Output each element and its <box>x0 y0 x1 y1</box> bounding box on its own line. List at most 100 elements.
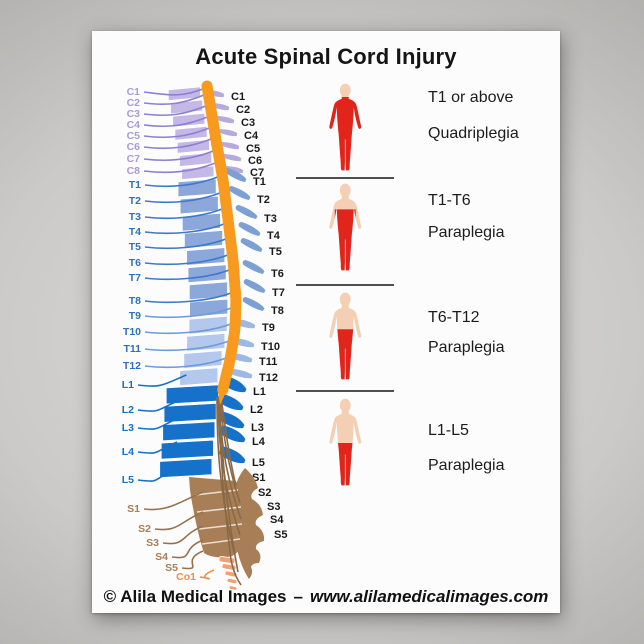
nerve-line-S2 <box>154 511 204 531</box>
sacrum-lateral-edge <box>232 468 265 579</box>
left-nerve-label-T4: T4 <box>129 226 141 238</box>
left-nerve-label-S4: S4 <box>155 551 168 563</box>
nerve-line-L2 <box>137 399 181 412</box>
right-vertebra-label-C2: C2 <box>236 104 250 116</box>
row-separator <box>296 284 394 286</box>
right-vertebra-label-T12: T12 <box>259 372 278 384</box>
nerve-line-L3 <box>137 417 180 430</box>
right-vertebra-label-T7: T7 <box>272 287 285 299</box>
nerve-line-C4 <box>143 115 211 128</box>
nerve-line-C7 <box>143 149 217 162</box>
left-nerve-label-L1: L1 <box>122 379 134 391</box>
right-vertebra-label-L5: L5 <box>252 457 265 469</box>
injury-condition-label: Paraplegia <box>428 339 505 356</box>
vertebra-fin-T12 <box>228 368 253 379</box>
right-vertebra-label-L2: L2 <box>250 404 263 416</box>
left-nerve-label-T3: T3 <box>129 211 141 223</box>
vertebra-fin-T8 <box>242 296 265 311</box>
right-vertebra-label-T1: T1 <box>253 176 266 188</box>
left-nerve-label-L3: L3 <box>122 422 134 434</box>
left-nerve-label-C4: C4 <box>127 119 141 131</box>
vertebra-fin-C3 <box>215 115 235 124</box>
nerve-line-T7 <box>144 268 232 281</box>
left-nerve-label-T12: T12 <box>123 360 141 372</box>
right-vertebra-label-S4: S4 <box>270 514 284 526</box>
left-nerve-label-C3: C3 <box>127 108 141 120</box>
spinal-cord <box>201 80 242 405</box>
vertebra-fin-T6 <box>242 259 265 274</box>
left-nerve-label-S1: S1 <box>127 503 140 515</box>
injury-condition-label: Paraplegia <box>428 457 505 474</box>
vertebra-fin-L3 <box>218 411 245 429</box>
left-nerve-label-T2: T2 <box>129 195 141 207</box>
conus-medullaris <box>217 388 228 405</box>
nerve-line-C8 <box>143 161 219 174</box>
right-vertebra-label-C3: C3 <box>241 117 255 129</box>
left-nerve-label-T1: T1 <box>129 179 141 191</box>
left-nerve-label-T8: T8 <box>129 295 141 307</box>
injury-level-label: T1-T6 <box>428 192 471 209</box>
right-vertebra-label-C4: C4 <box>244 130 259 142</box>
left-nerve-labels: C1C2C3C4C5C6C7C8T1T2T3T4T5T6T7T8T9T10T11… <box>122 86 196 583</box>
right-vertebra-label-C1: C1 <box>231 91 245 103</box>
thoracic-vertebrae-band <box>177 178 228 386</box>
body-figure-paraplegia-t6t12 <box>328 292 362 380</box>
left-nerve-label-T6: T6 <box>129 257 141 269</box>
left-nerve-label-L4: L4 <box>122 446 134 458</box>
left-nerve-label-T9: T9 <box>129 310 141 322</box>
nerve-line-T3 <box>144 207 225 220</box>
left-nerve-label-C7: C7 <box>127 153 141 165</box>
nerve-line-C3 <box>143 104 209 117</box>
nerve-line-C5 <box>143 126 213 139</box>
vertebra-fin-C7 <box>224 165 244 174</box>
injury-level-label: T6-T12 <box>428 309 480 326</box>
nerve-line-S3 <box>162 525 204 545</box>
vertebra-fin-T7 <box>243 278 266 293</box>
poster-title: Acute Spinal Cord Injury <box>195 44 457 69</box>
credit-line: © Alila Medical Images–www.alilamedicali… <box>92 587 560 607</box>
right-vertebra-label-T8: T8 <box>271 305 284 317</box>
right-vertebra-label-T5: T5 <box>269 246 282 258</box>
nerve-line-S1 <box>143 491 204 511</box>
injury-level-label: T1 or above <box>428 89 514 106</box>
left-nerve-label-C8: C8 <box>127 165 141 177</box>
body-figure-paraplegia-l1l5 <box>328 398 362 486</box>
right-vertebra-label-L1: L1 <box>253 386 266 398</box>
body-figure-quadriplegia <box>328 83 362 171</box>
right-vertebra-label-T9: T9 <box>262 322 275 334</box>
right-vertebra-label-L4: L4 <box>252 436 266 448</box>
vertebra-fin-T4 <box>238 221 261 236</box>
vertebra-fin-T2 <box>228 185 251 200</box>
body-figure-paraplegia-t1t6 <box>328 183 362 271</box>
row-separator <box>296 177 394 179</box>
nerve-line-T6 <box>144 253 231 266</box>
nerve-line-S5 <box>181 550 204 570</box>
right-vertebra-label-L3: L3 <box>251 422 264 434</box>
credit-separator: – <box>293 587 303 606</box>
nerve-line-C1 <box>143 87 206 96</box>
injury-condition-label: Quadriplegia <box>428 125 519 142</box>
nerve-line-L4 <box>137 441 178 454</box>
vertebra-fin-T3 <box>235 204 258 219</box>
left-nerve-label-L5: L5 <box>122 474 134 486</box>
row-separator <box>296 390 394 392</box>
credit-name: © Alila Medical Images <box>103 587 287 606</box>
credit-website: www.alilamedicalimages.com <box>309 587 549 606</box>
right-vertebra-label-C6: C6 <box>248 155 262 167</box>
right-vertebra-label-C5: C5 <box>246 143 260 155</box>
left-nerve-label-C6: C6 <box>127 141 141 153</box>
right-vertebra-label-T4: T4 <box>267 230 281 242</box>
nerve-line-T11 <box>144 339 232 352</box>
nerve-line-T4 <box>144 222 227 235</box>
nerve-line-L1 <box>137 374 187 387</box>
right-vertebra-label-T10: T10 <box>261 341 280 353</box>
right-vertebra-label-S2: S2 <box>258 487 271 499</box>
left-nerve-label-S3: S3 <box>146 537 159 549</box>
right-vertebra-label-T3: T3 <box>264 213 277 225</box>
injury-level-label: L1-L5 <box>428 422 469 439</box>
left-nerve-label-C5: C5 <box>127 130 141 142</box>
left-nerve-label-T7: T7 <box>129 272 141 284</box>
left-nerve-label-C2: C2 <box>127 97 141 109</box>
